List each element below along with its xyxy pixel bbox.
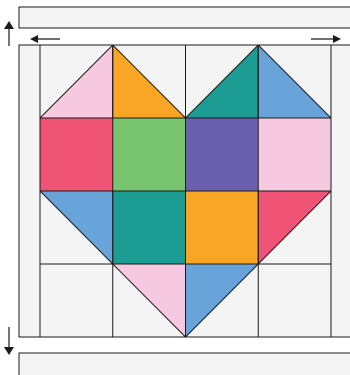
arrow-up-head: [4, 21, 14, 29]
color-square: [113, 118, 186, 191]
color-square: [40, 118, 113, 191]
arrow-left-head: [30, 35, 38, 43]
left-sashing: [19, 45, 40, 337]
arrow-left-icon: [30, 35, 60, 43]
arrow-down-head: [4, 347, 14, 355]
color-square: [186, 118, 259, 191]
right-sashing: [331, 45, 350, 337]
bottom-strip: [19, 353, 350, 375]
background-cell: [258, 264, 331, 337]
color-square: [186, 191, 259, 264]
arrow-down-icon: [4, 327, 14, 355]
color-square: [258, 118, 331, 191]
arrow-right-head: [333, 35, 341, 43]
arrow-up-icon: [4, 21, 14, 46]
arrow-right-icon: [311, 35, 341, 43]
quilt-block: [19, 45, 350, 337]
color-square: [113, 191, 186, 264]
background-cell: [40, 264, 113, 337]
top-strip: [19, 7, 350, 28]
